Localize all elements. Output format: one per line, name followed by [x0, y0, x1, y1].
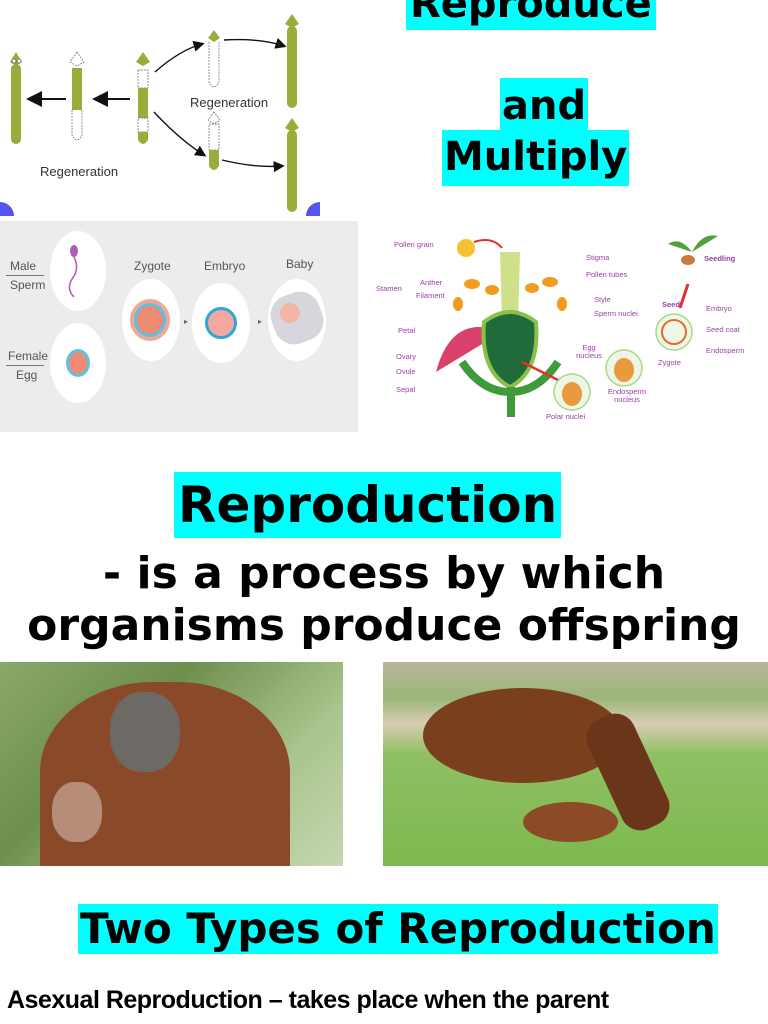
label-style: Style [594, 295, 611, 304]
decorative-corner [306, 202, 320, 216]
label-endosperm-nucleus: Endosperm nucleus [607, 387, 647, 404]
label-petal: Petal [398, 326, 416, 335]
arrow-icon: ▸ [258, 317, 263, 326]
label-sperm-nuclei: Sperm nuclei [594, 309, 638, 318]
human-fertilization-figure: Male Sperm Female Egg Zygote Embryo Baby… [0, 221, 358, 432]
regeneration-label: Regeneration [190, 95, 269, 110]
types-heading: Two Types of Reproduction [78, 904, 718, 954]
label-ovary: Ovary [396, 352, 417, 361]
embryo-icon [205, 307, 237, 339]
horse-photo [383, 662, 768, 866]
asexual-reproduction-text: Asexual Reproduction – takes place when … [7, 986, 609, 1014]
sperm-circle [50, 231, 106, 311]
title-line-2: and [500, 78, 589, 130]
label-pollen-tubes: Pollen tubes [586, 270, 628, 279]
baby-label: Baby [286, 257, 314, 271]
male-label: Male [10, 259, 37, 273]
divider [6, 275, 44, 276]
planaria-illustration [10, 14, 299, 212]
divider [6, 365, 44, 366]
label-embryo: Embryo [706, 304, 732, 313]
planaria-regeneration-figure: Regeneration Regeneration [0, 0, 320, 216]
label-ovule: Ovule [396, 367, 416, 376]
regeneration-label: Regeneration [40, 164, 119, 179]
label-anther: Anther [420, 278, 443, 287]
label-seedling: Seedling [704, 254, 736, 263]
zygote-label: Zygote [134, 259, 171, 273]
definition-text: - is a process by which organisms produc… [27, 548, 741, 651]
label-seed: Seed [662, 300, 680, 309]
arrow-icon: ▸ [184, 317, 189, 326]
label-egg-nucleus: Egg nucleus [576, 343, 602, 360]
sperm-icon [68, 245, 78, 298]
label-sepal: Sepal [396, 385, 416, 394]
label-filament: Filament [416, 291, 445, 300]
flower-fertilization-figure: Pollen grain Stamen Anther Filament Peta… [362, 222, 768, 432]
egg-label: Egg [16, 368, 38, 382]
label-seed-coat: Seed coat [706, 325, 740, 334]
egg-icon [66, 349, 90, 377]
sperm-label: Sperm [10, 278, 46, 292]
flower-illustration [436, 235, 718, 417]
title-line-3: Multiply [442, 130, 630, 186]
label-pollen-grain: Pollen grain [394, 240, 434, 249]
section-heading: Reproduction [174, 472, 562, 538]
label-polar-nuclei: Polar nuclei [546, 412, 586, 421]
label-stamen: Stamen [376, 284, 402, 293]
title-line-1: Reproduce [406, 0, 656, 30]
orangutan-photo [0, 662, 343, 866]
label-endosperm: Endosperm [706, 346, 745, 355]
label-zygote: Zygote [658, 358, 681, 367]
embryo-label: Embryo [204, 259, 246, 273]
label-stigma: Stigma [586, 253, 610, 262]
zygote-icon [134, 303, 166, 337]
female-label: Female [8, 349, 49, 363]
